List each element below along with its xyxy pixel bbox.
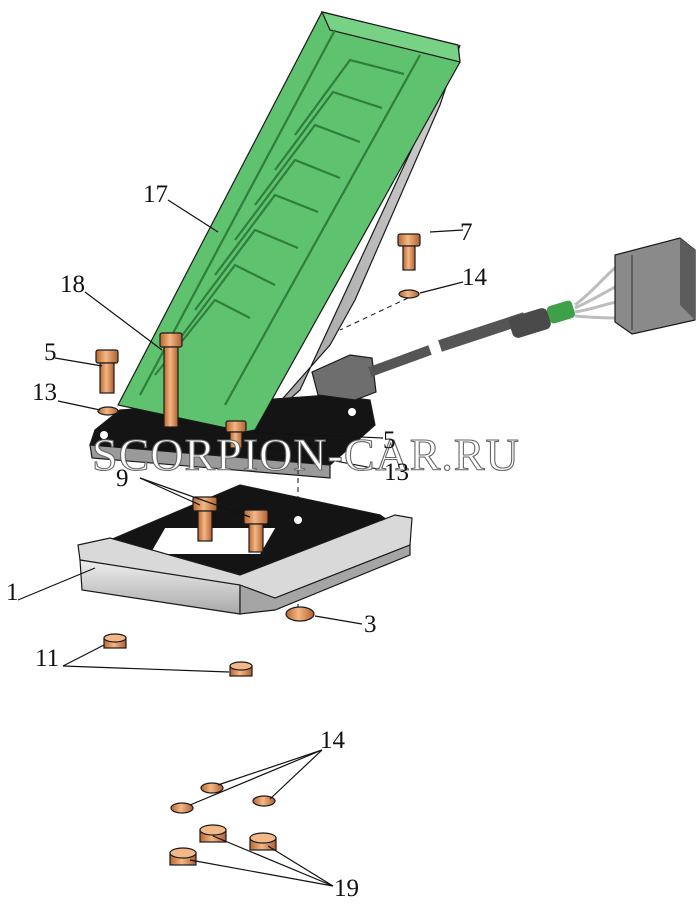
pedal-base (77, 484, 413, 615)
bolt-9-right (243, 509, 269, 553)
callout-3: 3 (364, 611, 377, 638)
pedal-sensor-housing (311, 354, 377, 401)
washer-14-b (170, 802, 194, 814)
callout-5-upper: 5 (44, 339, 57, 366)
cable-green-band (546, 300, 576, 324)
bracket-hole-left (100, 431, 108, 439)
pedal-pad-grooves (139, 29, 421, 406)
bolt-9-left (192, 496, 218, 542)
callout-13-upper: 13 (32, 379, 57, 406)
callout-1: 1 (6, 579, 19, 606)
washer-14-upper (398, 289, 420, 299)
leader-lines (17, 199, 464, 887)
pedal-pad-top-rim (320, 11, 461, 63)
callout-5-lower: 5 (383, 427, 396, 454)
callout-13-lower: 13 (384, 459, 409, 486)
callout-18: 18 (60, 271, 85, 298)
callouts: 17 18 5 13 7 14 5 13 9 1 3 11 14 19 (6, 181, 488, 902)
callout-14-upper: 14 (462, 264, 488, 291)
nut-19-b (249, 832, 277, 851)
wiring-harness (368, 237, 696, 377)
callout-11: 11 (35, 645, 59, 672)
bolt-5-lower (225, 420, 247, 449)
callout-9: 9 (116, 465, 129, 492)
washer-14-a (200, 782, 224, 794)
bolt-5-upper (95, 349, 119, 394)
callout-17: 17 (143, 181, 168, 208)
nut-19-c (169, 847, 197, 866)
bracket-hole-right (348, 408, 356, 416)
callout-14-lower: 14 (320, 727, 346, 754)
washer-13-upper (97, 406, 119, 416)
base-plate-side (239, 544, 411, 615)
nut-11-left (103, 633, 127, 649)
pedal-bracket-face (89, 444, 331, 479)
washer-14-c (252, 795, 276, 807)
nut-11-right (229, 661, 253, 677)
watermark: SCORPION-CAR.RU (92, 429, 520, 480)
long-bolt-18 (159, 332, 183, 428)
cable-sleeve (509, 308, 551, 338)
bolt-7 (397, 233, 421, 271)
nut-3 (285, 606, 315, 622)
callout-19: 19 (334, 875, 359, 902)
callout-7: 7 (460, 219, 473, 246)
